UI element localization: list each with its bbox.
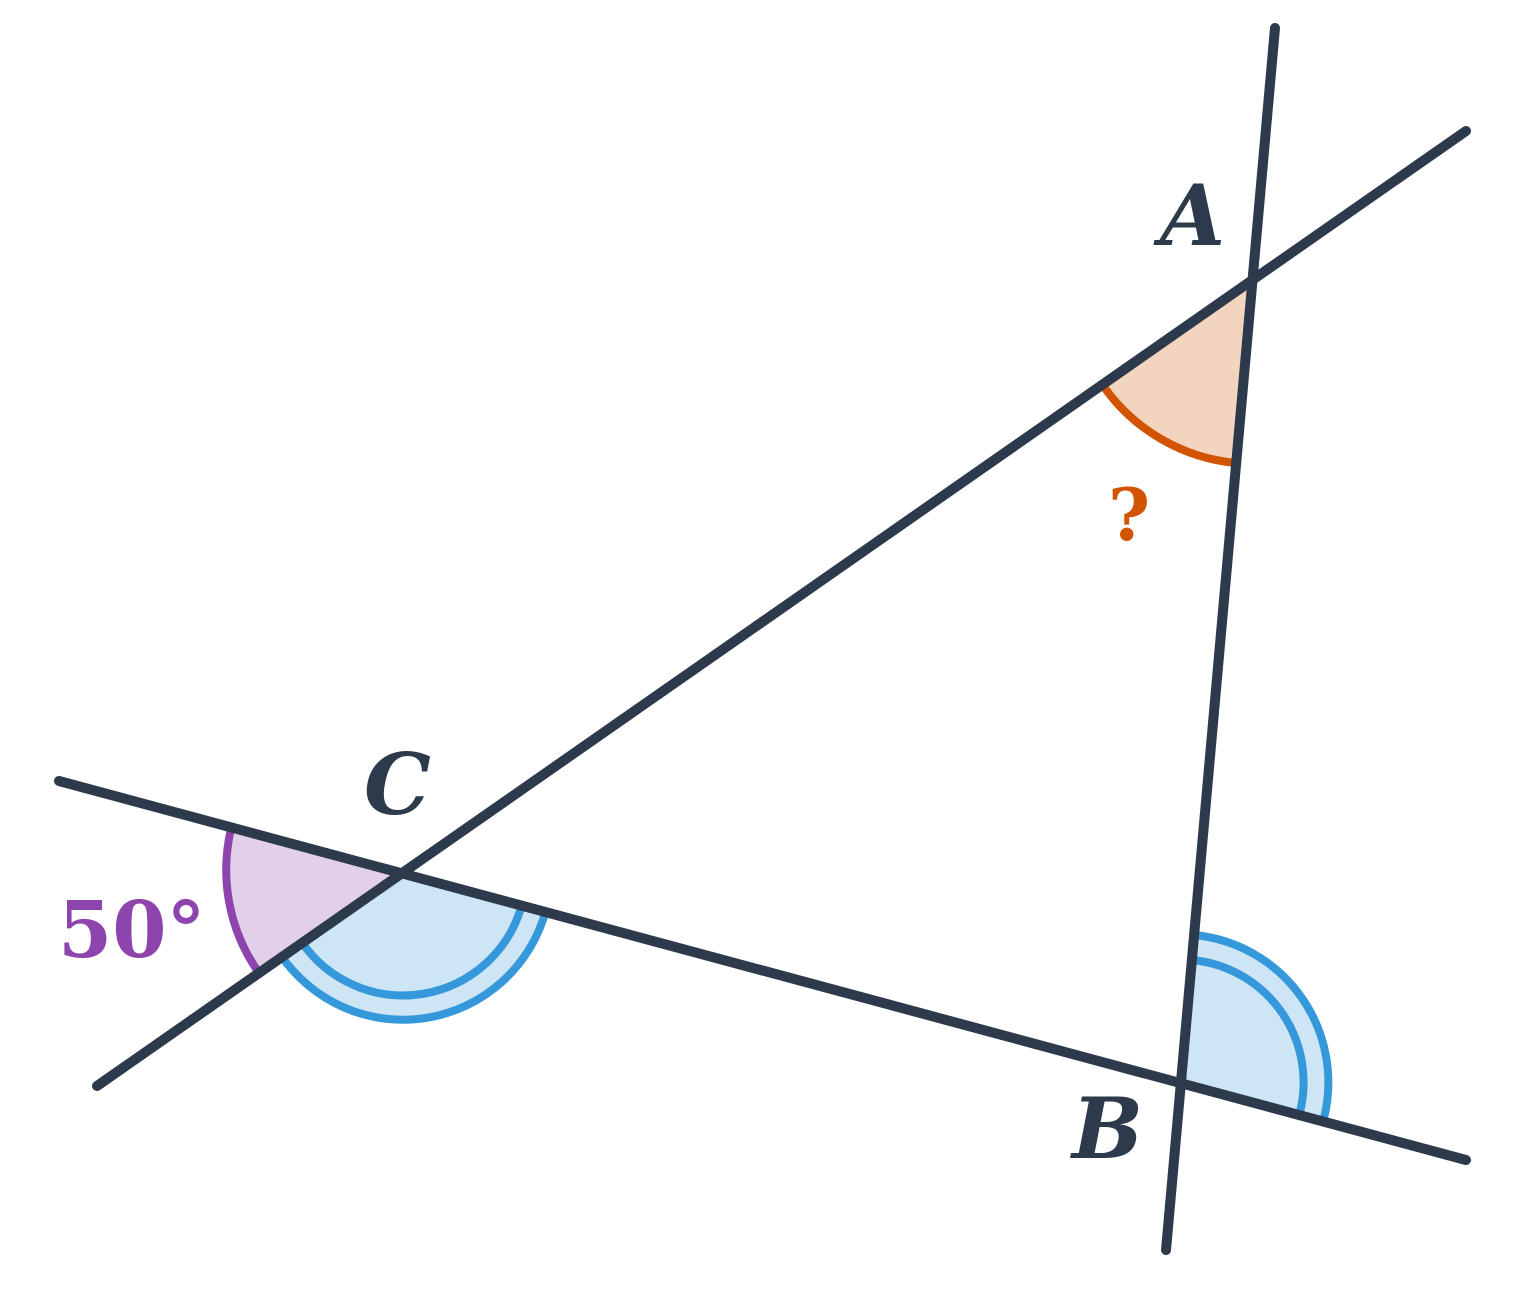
- vertex-label-c: C: [364, 735, 431, 834]
- angle-arc-a-unknown: [1104, 281, 1253, 463]
- vertex-label-a: A: [1153, 166, 1225, 265]
- angle-arc-c-known-stroke: [222, 828, 261, 973]
- vertex-label-b: B: [1070, 1079, 1143, 1178]
- angle-arc-a-unknown-stroke: [1100, 384, 1237, 467]
- line-through-c-and-b: [54, 776, 1471, 1165]
- angle-arc-c-equal-outer: [276, 908, 550, 1024]
- angle-arc-b-equal: [1181, 935, 1329, 1118]
- line-through-a-and-b: [1161, 23, 1280, 1255]
- angle-label-unknown: ?: [1108, 472, 1150, 557]
- angle-arc-c-equal-inner: [297, 902, 526, 1000]
- angle-arc-b-equal-outer: [1193, 931, 1333, 1119]
- angle-label-known: 50°: [58, 885, 206, 976]
- angle-arc-b-equal-inner: [1191, 956, 1308, 1113]
- line-through-a-and-c: [92, 126, 1471, 1091]
